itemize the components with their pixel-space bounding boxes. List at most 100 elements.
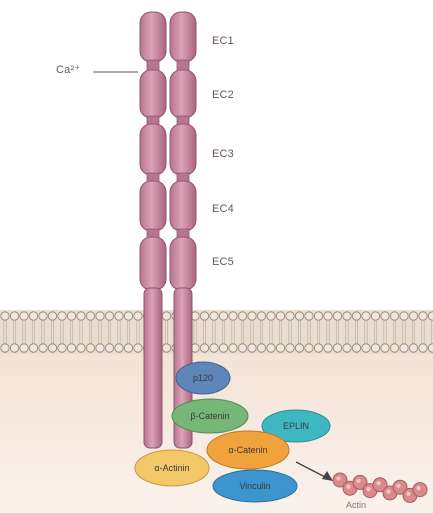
lipid-head — [390, 312, 398, 320]
lipid-head — [10, 312, 18, 320]
lipid-head — [229, 312, 237, 320]
lipid-head — [200, 344, 208, 352]
lipid-head — [96, 312, 104, 320]
lipid-head — [409, 312, 417, 320]
lipid-head — [48, 312, 56, 320]
lipid-head — [343, 312, 351, 320]
lipid-head — [124, 344, 132, 352]
lipid-head — [238, 312, 246, 320]
lipid-head — [1, 344, 9, 352]
lipid-head — [276, 312, 284, 320]
lipid-head — [428, 312, 433, 320]
lipid-head — [219, 344, 227, 352]
lipid-head — [238, 344, 246, 352]
ec-domain — [170, 181, 196, 231]
lipid-head — [390, 344, 398, 352]
alpha-actinin-label: α-Actinin — [154, 463, 189, 473]
lipid-head — [39, 344, 47, 352]
lipid-head — [400, 344, 408, 352]
lipid-head — [20, 344, 28, 352]
lipid-head — [134, 344, 142, 352]
lipid-head — [200, 312, 208, 320]
domain-label-ec3: EC3 — [212, 148, 234, 160]
lipid-head — [371, 312, 379, 320]
lipid-head — [210, 312, 218, 320]
lipid-head — [124, 312, 132, 320]
lipid-head — [96, 344, 104, 352]
lipid-head — [428, 344, 433, 352]
lipid-head — [105, 344, 113, 352]
lipid-head — [48, 344, 56, 352]
ec-domain — [140, 12, 166, 62]
lipid-head — [86, 312, 94, 320]
lipid-head — [20, 312, 28, 320]
lipid-head — [419, 344, 427, 352]
lipid-head — [67, 344, 75, 352]
eplin-label: EPLIN — [283, 421, 309, 431]
ec-domain — [170, 237, 196, 290]
domain-label-ec5: EC5 — [212, 256, 234, 268]
lipid-head — [324, 312, 332, 320]
ec-domain — [140, 237, 166, 290]
p120-label: p120 — [193, 373, 213, 383]
lipid-head — [295, 312, 303, 320]
lipid-head — [314, 344, 322, 352]
lipid-head — [58, 344, 66, 352]
lipid-head — [105, 312, 113, 320]
lipid-head — [324, 344, 332, 352]
lipid-head — [39, 312, 47, 320]
ec-domain — [170, 124, 196, 175]
lipid-head — [333, 312, 341, 320]
lipid-head — [333, 344, 341, 352]
beta-catenin-label: β-Catenin — [190, 411, 229, 421]
lipid-head — [314, 312, 322, 320]
lipid-head — [305, 312, 313, 320]
lipid-head — [352, 344, 360, 352]
lipid-head — [229, 344, 237, 352]
calcium-label: Ca²⁺ — [56, 63, 80, 76]
lipid-head — [58, 312, 66, 320]
lipid-head — [115, 312, 123, 320]
lipid-head — [276, 344, 284, 352]
lipid-head — [162, 344, 170, 352]
lipid-head — [362, 344, 370, 352]
lipid-head — [400, 312, 408, 320]
lipid-head — [1, 312, 9, 320]
lipid-head — [257, 312, 265, 320]
lipid-head — [419, 312, 427, 320]
transmembrane-domain — [144, 288, 162, 448]
lipid-head — [352, 312, 360, 320]
plasma-membrane — [0, 310, 433, 354]
lipid-head — [115, 344, 123, 352]
lipid-head — [219, 312, 227, 320]
lipid-head — [77, 344, 85, 352]
lipid-head — [248, 344, 256, 352]
lipid-head — [267, 312, 275, 320]
lipid-head — [381, 312, 389, 320]
ec-domain — [170, 70, 196, 118]
lipid-head — [286, 312, 294, 320]
lipid-head — [362, 312, 370, 320]
lipid-head — [295, 344, 303, 352]
lipid-head — [67, 312, 75, 320]
ec-domain — [140, 70, 166, 118]
lipid-head — [371, 344, 379, 352]
lipid-head — [381, 344, 389, 352]
cadherin-left — [140, 12, 166, 448]
lipid-head — [210, 344, 218, 352]
ec-domain — [140, 124, 166, 175]
lipid-head — [86, 344, 94, 352]
lipid-head — [162, 312, 170, 320]
ec-domain — [170, 12, 196, 62]
actin-label: Actin — [346, 500, 366, 510]
lipid-head — [409, 344, 417, 352]
lipid-head — [134, 312, 142, 320]
domain-label-ec1: EC1 — [212, 35, 234, 47]
lipid-head — [267, 344, 275, 352]
lipid-head — [77, 312, 85, 320]
alpha-catenin-label: α-Catenin — [228, 445, 267, 455]
lipid-head — [257, 344, 265, 352]
lipid-head — [343, 344, 351, 352]
vinculin-label: Vinculin — [239, 481, 270, 491]
